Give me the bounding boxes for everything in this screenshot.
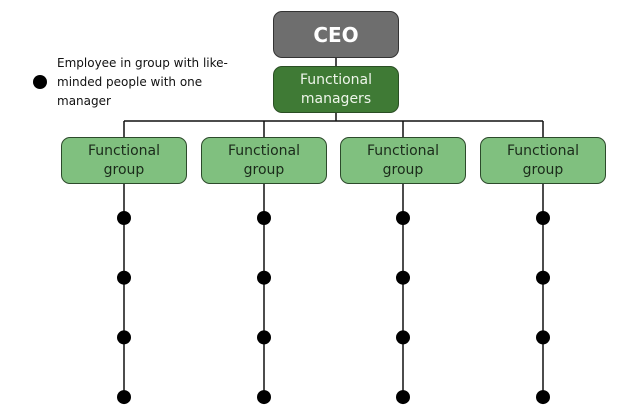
employee-dot <box>117 390 131 405</box>
group-label-line1: Functional <box>366 142 440 159</box>
group-label-line2: group <box>103 161 145 178</box>
employee-dot <box>396 211 410 225</box>
functional-group-box: Functional group <box>480 137 606 184</box>
functional-group-box: Functional group <box>340 137 466 184</box>
employee-dot <box>396 270 410 285</box>
functional-group-box: Functional group <box>61 137 187 184</box>
ceo-label: CEO <box>313 22 359 47</box>
group-label-line2: group <box>243 161 285 178</box>
employee-dot <box>396 390 410 405</box>
employee-dot <box>536 270 550 285</box>
employee-dot <box>117 330 131 345</box>
legend-employee-icon <box>33 75 47 89</box>
employee-dot <box>117 211 131 225</box>
ceo-box: CEO <box>273 11 399 58</box>
employee-dot <box>536 211 550 225</box>
employee-dot <box>257 330 271 345</box>
employee-dot <box>536 390 550 405</box>
group-label-line1: Functional <box>87 142 161 159</box>
managers-label-line2: managers <box>300 90 372 107</box>
managers-label-line1: Functional <box>299 71 373 88</box>
employee-dot <box>257 390 271 405</box>
group-label-line2: group <box>522 161 564 178</box>
employee-dot <box>536 330 550 345</box>
group-label-line1: Functional <box>227 142 301 159</box>
employee-dot <box>257 270 271 285</box>
legend-label: Employee in group with like-minded peopl… <box>57 56 228 108</box>
functional-managers-box: Functional managers <box>273 66 399 113</box>
employee-dot <box>117 270 131 285</box>
group-label-line2: group <box>382 161 424 178</box>
employee-dot <box>257 211 271 225</box>
employee-dot <box>396 330 410 345</box>
functional-group-box: Functional group <box>201 137 327 184</box>
group-label-line1: Functional <box>506 142 580 159</box>
